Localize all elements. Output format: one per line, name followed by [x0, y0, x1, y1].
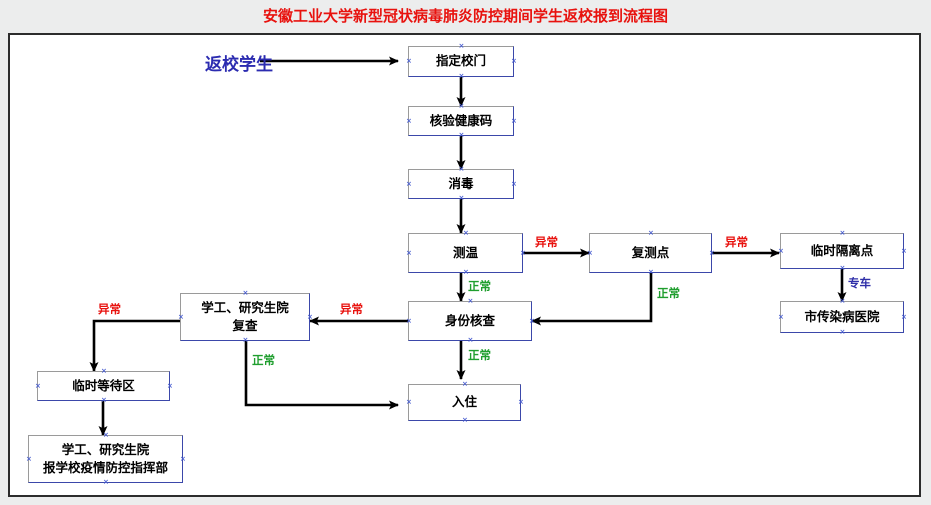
node-isolation-point-label: 临时隔离点 — [810, 242, 874, 258]
node-disinfect-label: 消毒 — [448, 175, 474, 191]
node-temperature-check-label: 测温 — [452, 244, 478, 260]
edge-label-retest-identity-normal: 正常 — [657, 286, 680, 300]
edge-label-temp-retest-abnormal: 异常 — [535, 235, 558, 249]
edge-label-review-waiting-abnormal: 异常 — [98, 302, 121, 316]
node-gate[interactable]: 指定校门 × × × × — [406, 43, 517, 80]
edge-label-retest-isolation-abnormal: 异常 — [725, 235, 748, 249]
node-gate-label: 指定校门 — [435, 53, 486, 69]
edge-label-isolation-hospital-transport: 专车 — [848, 276, 871, 290]
node-temporary-waiting-area-label: 临时等待区 — [72, 377, 135, 393]
node-retest-point-label: 复测点 — [631, 244, 670, 260]
edge-label-temp-identity-normal: 正常 — [468, 279, 491, 293]
node-healthcode[interactable]: 核验健康码 × × × × — [406, 103, 517, 139]
node-student-affairs-review[interactable]: 学工、研究生院 复查 × × × × — [178, 290, 313, 344]
node-temporary-waiting-area[interactable]: 临时等待区 × × × × — [35, 368, 173, 404]
node-temperature-check[interactable]: 测温 × × × × — [406, 230, 526, 276]
node-healthcode-label: 核验健康码 — [429, 112, 493, 128]
node-infectious-hospital-label: 市传染病医院 — [804, 308, 880, 324]
node-isolation-point[interactable]: 临时隔离点 × × × × — [778, 230, 907, 272]
node-checkin-label: 入住 — [451, 394, 477, 410]
node-identity-verification[interactable]: 身份核查 × × × × — [406, 298, 535, 344]
flowchart: 返校学生 指定校门 × × × × 核验健康码 × × × × 消毒 × × ×… — [10, 35, 919, 495]
node-checkin[interactable]: 入住 × × × × — [406, 381, 524, 424]
node-report-to-command-line2: 报学校疫情防控指挥部 — [42, 460, 168, 475]
edge-label-review-checkin-normal: 正常 — [252, 353, 275, 367]
connector-lines — [89, 56, 847, 436]
node-infectious-hospital[interactable]: 市传染病医院 × × × × — [778, 298, 907, 336]
page-title: 安徽工业大学新型冠状病毒肺炎防控期间学生返校报到流程图 — [262, 7, 668, 25]
start-label: 返校学生 — [205, 55, 273, 75]
node-student-affairs-review-line1: 学工、研究生院 — [201, 299, 289, 315]
edge-label-identity-checkin-normal: 正常 — [468, 348, 491, 362]
node-identity-verification-label: 身份核查 — [444, 312, 495, 328]
node-report-to-command-line1: 学工、研究生院 — [61, 441, 150, 457]
node-report-to-command[interactable]: 学工、研究生院 报学校疫情防控指挥部 × × × × — [26, 432, 186, 486]
edge-label-identity-review-abnormal: 异常 — [340, 302, 363, 316]
diagram-canvas: 返校学生 指定校门 × × × × 核验健康码 × × × × 消毒 × × ×… — [8, 33, 921, 497]
node-student-affairs-review-line2: 复查 — [232, 318, 258, 333]
node-retest-point[interactable]: 复测点 × × × × — [587, 230, 715, 276]
node-disinfect[interactable]: 消毒 × × × × — [406, 166, 517, 202]
